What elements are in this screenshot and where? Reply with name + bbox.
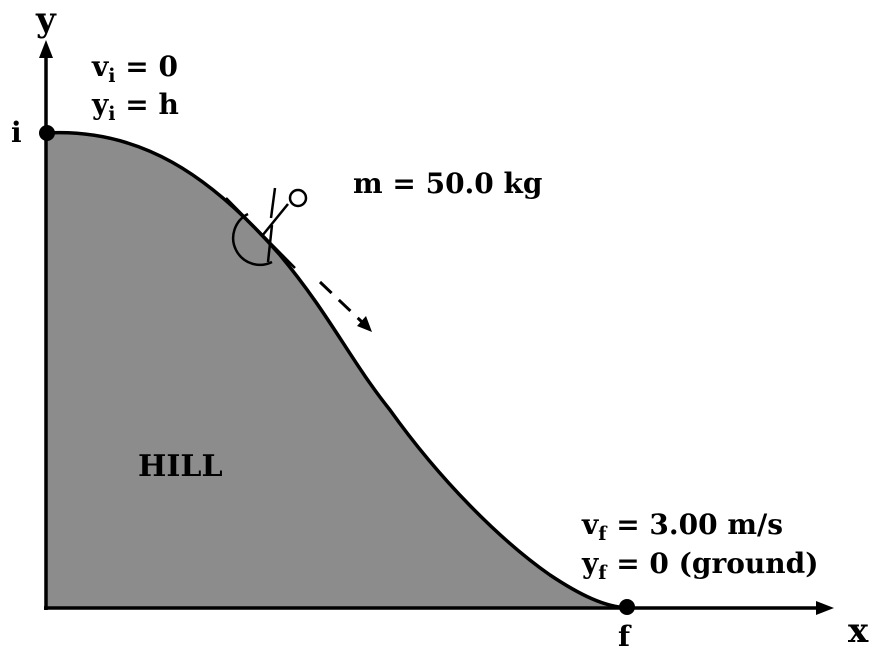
final-point-marker: [619, 599, 635, 615]
mass-label: m = 50.0 kg: [353, 167, 543, 200]
initial-height-label: yi = h: [91, 88, 179, 125]
y-axis-label: y: [35, 0, 57, 40]
hill-label: HILL: [138, 449, 223, 484]
skier-icon: [225, 187, 308, 269]
initial-point-marker: [39, 125, 55, 141]
hill-surface-curve: [45, 130, 629, 610]
ski-line: [225, 197, 296, 269]
motion-arrow-head: [357, 316, 372, 332]
x-axis-arrowhead: [816, 601, 834, 615]
initial-point-label: i: [11, 116, 22, 149]
skier-head: [288, 188, 308, 208]
hill-shape: [46, 132, 628, 609]
skier-body-arc: [231, 212, 273, 267]
final-point-label: f: [618, 620, 632, 649]
x-axis-label: x: [848, 611, 869, 649]
skier-pole: [266, 224, 274, 263]
skier-arm: [269, 187, 277, 219]
y-axis-arrowhead: [39, 40, 53, 58]
initial-velocity-label: vi = 0: [91, 50, 178, 87]
final-height-label: yf = 0 (ground): [581, 547, 818, 584]
motion-arrow-shaft: [318, 280, 364, 324]
final-velocity-label: vf = 3.00 m/s: [581, 508, 783, 545]
skier-torso: [261, 203, 289, 237]
